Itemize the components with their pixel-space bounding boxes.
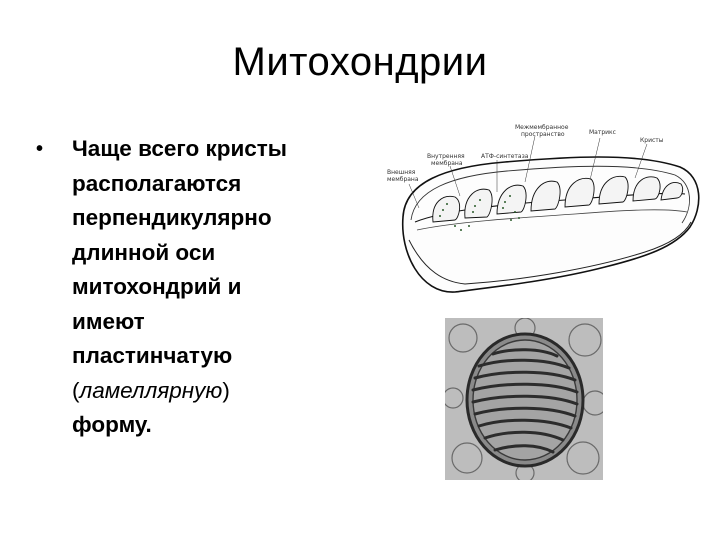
- label-cristae: Кристы: [640, 137, 664, 144]
- bullet-line: (ламеллярную): [72, 374, 356, 409]
- bullet-line: длинной оси: [72, 239, 216, 265]
- label-intermembrane-2: пространство: [521, 131, 565, 138]
- mitochondrion-diagram: Межмембранное пространство Матрикс Крист…: [387, 124, 700, 293]
- label-inner-1: Внутренняя: [427, 153, 465, 160]
- label-atp: АТФ-синтетаза: [481, 153, 529, 160]
- paren-close: ): [222, 377, 230, 403]
- bullet-line: митохондрий и: [72, 274, 242, 299]
- bullet-line: пластинчатую: [72, 343, 233, 368]
- micrograph-image: [445, 318, 603, 480]
- label-outer-2: мембрана: [387, 176, 419, 183]
- italic-term: ламеллярную: [79, 377, 223, 403]
- slide-title: Митохондрии: [232, 40, 488, 84]
- bullet-line: Чаще всего кристы: [72, 136, 288, 161]
- bullet-line: имеют: [72, 308, 145, 334]
- label-intermembrane-1: Межмембранное: [515, 124, 569, 131]
- bullet-line: форму.: [72, 412, 152, 437]
- bullet-dot-icon: •: [36, 138, 44, 160]
- paren-open: (: [72, 377, 80, 403]
- bullet-text: Чаще всего кристы располагаются перпенди…: [72, 132, 356, 443]
- electron-micrograph: [445, 318, 603, 480]
- label-outer-1: Внешняя: [387, 169, 416, 176]
- bullet-line: располагаются: [72, 170, 242, 196]
- bullet-line: перпендикулярно: [72, 205, 272, 230]
- label-matrix: Матрикс: [589, 129, 616, 136]
- label-inner-2: мембрана: [431, 160, 463, 167]
- bullet-item: • Чаще всего кристы располагаются перпен…: [36, 132, 356, 443]
